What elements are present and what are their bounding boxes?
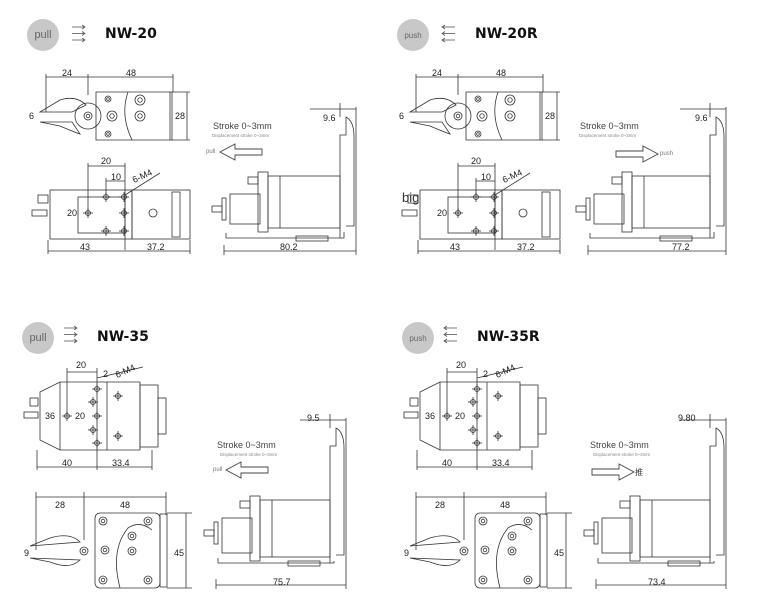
- stroke-sub-label: Displacement stroke 0~3mm: [593, 452, 651, 457]
- top-view-drawing: [408, 74, 560, 141]
- mode-badge: push: [397, 19, 429, 51]
- jaw-view-drawing: [29, 492, 192, 589]
- stroke-label: Stroke 0~3mm: [590, 440, 649, 450]
- dim-jaw-opening: 9: [404, 548, 410, 558]
- technical-drawing: [31, 24, 357, 255]
- dim-height: 45: [174, 548, 185, 558]
- direction-arrows-icon: [64, 325, 78, 344]
- model-title: NW-20R: [475, 26, 538, 42]
- stroke-sub-label: Displacement stroke 0~3mm: [220, 452, 278, 457]
- stroke-sub-label: Displacement stroke 0~3mm: [579, 133, 637, 138]
- dim-side-top: 9.80: [678, 413, 696, 423]
- direction-arrows-icon: [443, 325, 457, 344]
- dim-side-top: 9.6: [323, 113, 336, 123]
- mode-badge: pull: [22, 322, 54, 354]
- side-view-drawing: [575, 103, 727, 255]
- stroke-direction-label: pull: [206, 149, 216, 155]
- dim-base-right: 37.2: [147, 242, 165, 252]
- bottom-view-drawing: [31, 163, 191, 254]
- model-title: NW-35: [97, 329, 149, 345]
- dim-jaw-opening: 9: [24, 548, 30, 558]
- stroke-label: Stroke 0~3mm: [217, 440, 276, 450]
- stroke-label: Stroke 0~3mm: [213, 121, 272, 131]
- dim-jaw-opening: 6: [399, 111, 405, 121]
- direction-arrows-icon: [441, 24, 455, 43]
- dim-base-left: 43: [450, 242, 461, 252]
- dim-hole-height: 20: [437, 208, 448, 218]
- dim-body-length: 48: [120, 500, 131, 510]
- technical-drawing: [403, 325, 727, 589]
- dim-hole-height: 20: [67, 208, 78, 218]
- dim-side-total: 73.4: [648, 577, 666, 587]
- bottom-view-drawing: [401, 163, 561, 254]
- side-view-drawing: [203, 414, 347, 589]
- stroke-direction-label: pull: [213, 467, 223, 473]
- dim-width: 36: [425, 411, 436, 421]
- stroke-label: Stroke 0~3mm: [580, 121, 639, 131]
- dim-side-top: 9.6: [695, 113, 708, 123]
- dim-height: 28: [545, 111, 556, 121]
- dim-hole-span: 20: [101, 156, 112, 166]
- dim-hole-span: 20: [76, 360, 87, 370]
- dim-jaw-length: 24: [432, 68, 443, 78]
- dim-hole-height: 20: [455, 411, 466, 421]
- stroke-arrow-icon: [225, 461, 269, 479]
- dim-body-length: 48: [126, 68, 137, 78]
- dim-width: 36: [45, 411, 56, 421]
- mounting-view-drawing: [403, 366, 547, 470]
- dim-base-left: 43: [80, 242, 91, 252]
- jaw-view-drawing: [409, 492, 572, 589]
- dim-side-total: 80.2: [280, 242, 298, 252]
- dim-side-top: 9.5: [307, 413, 320, 423]
- stroke-arrow-icon: [219, 143, 263, 161]
- mode-badge: push: [402, 322, 434, 354]
- dim-body-length: 48: [500, 500, 511, 510]
- stroke-arrow-icon: [591, 463, 635, 481]
- stroke-arrow-icon: [615, 145, 659, 163]
- stroke-direction-label: 推: [635, 468, 643, 477]
- dim-side-total: 75.7: [273, 577, 291, 587]
- dim-jaw-opening: 6: [29, 111, 35, 121]
- model-title: NW-35R: [477, 329, 540, 345]
- top-view-drawing: [38, 74, 190, 141]
- dim-hole-pitch: 10: [111, 172, 122, 182]
- dim-jaw-length: 28: [435, 500, 446, 510]
- technical-drawing: [23, 325, 347, 589]
- dim-hole-span: 20: [471, 156, 482, 166]
- dim-base-right: 37.2: [517, 242, 535, 252]
- direction-arrows-icon: [72, 24, 86, 43]
- dim-hole-offset: 2: [483, 369, 489, 379]
- mounting-view-drawing: [23, 366, 167, 470]
- dim-hole-height: 20: [75, 411, 86, 421]
- side-label: big: [402, 190, 420, 205]
- stroke-direction-label: push: [660, 151, 674, 157]
- dim-body-length: 48: [496, 68, 507, 78]
- dim-jaw-length: 28: [55, 500, 66, 510]
- dim-side-total: 77.2: [672, 242, 690, 252]
- stroke-sub-label: Displacement stroke 0~3mm: [212, 133, 270, 138]
- side-view-drawing: [211, 103, 357, 255]
- dim-hole-pitch: 10: [481, 172, 492, 182]
- dim-height: 45: [554, 548, 565, 558]
- dim-hole-span: 20: [456, 360, 467, 370]
- technical-drawing: [401, 24, 727, 255]
- side-view-drawing: [583, 414, 727, 589]
- dim-hole-offset: 2: [103, 369, 109, 379]
- dim-jaw-length: 24: [62, 68, 73, 78]
- dim-base-right: 33.4: [112, 458, 130, 468]
- dim-base-right: 33.4: [492, 458, 510, 468]
- dim-height: 28: [175, 111, 186, 121]
- model-title: NW-20: [105, 26, 157, 42]
- dim-base-left: 40: [442, 458, 453, 468]
- mode-badge: pull: [27, 19, 59, 51]
- dim-base-left: 40: [62, 458, 73, 468]
